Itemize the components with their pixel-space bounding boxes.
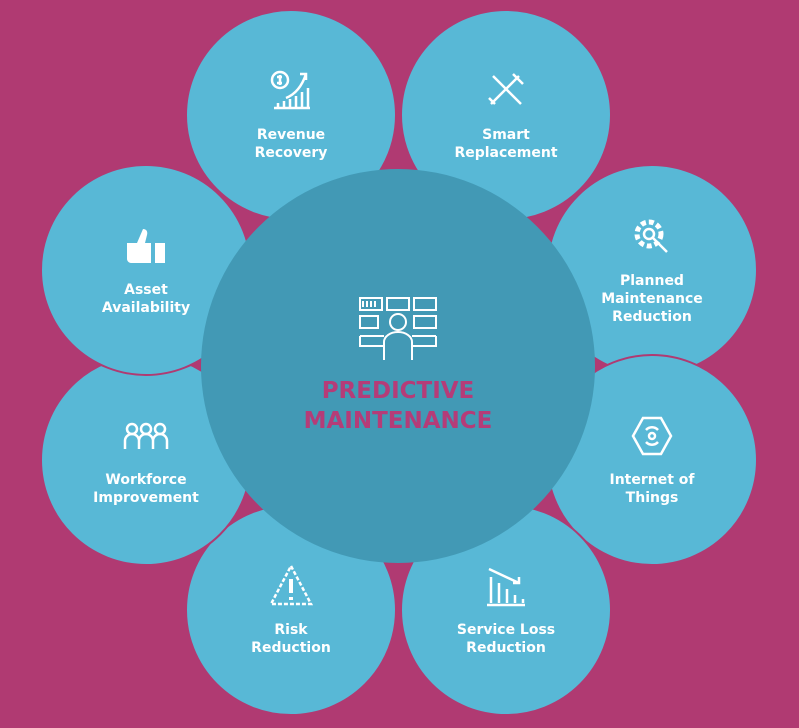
warning-triangle-icon bbox=[268, 563, 314, 606]
label-risk-reduction: Risk Reduction bbox=[251, 622, 331, 656]
operator-monitors-icon bbox=[359, 297, 437, 360]
label-asset-availability: Asset Availability bbox=[101, 282, 191, 316]
center-circle: PREDICTIVE MAINTENANCE bbox=[201, 169, 595, 563]
label-workforce-improvement: Workforce Improvement bbox=[93, 472, 199, 506]
label-internet-of-things: Internet of Things bbox=[609, 472, 695, 506]
petal-revenue-recovery: Revenue Recovery bbox=[185, 9, 397, 221]
label-revenue-recovery: Revenue Recovery bbox=[254, 127, 328, 161]
wrench-hammer-icon bbox=[488, 73, 524, 105]
gear-wrench-icon bbox=[634, 219, 668, 253]
label-planned-maintenance: Planned Maintenance Reduction bbox=[601, 273, 703, 325]
label-smart-replacement: Smart Replacement bbox=[454, 127, 558, 161]
label-service-loss-reduction: Service Loss Reduction bbox=[456, 622, 556, 656]
iot-network-icon bbox=[631, 416, 673, 456]
center-title: PREDICTIVE MAINTENANCE bbox=[303, 378, 493, 434]
thumbs-up-icon bbox=[127, 229, 165, 263]
dollar-growth-icon bbox=[270, 70, 310, 110]
workers-icon bbox=[123, 422, 169, 449]
declining-chart-icon bbox=[487, 567, 525, 607]
